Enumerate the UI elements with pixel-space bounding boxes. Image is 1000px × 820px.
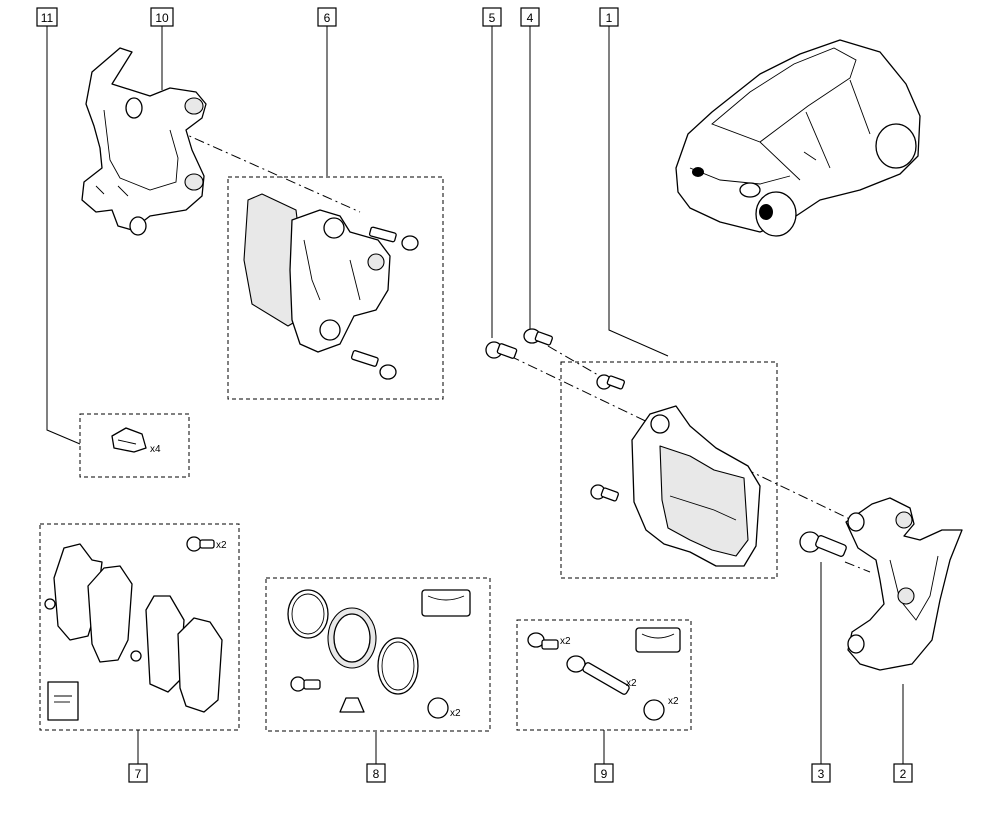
- seal-kit-boot[interactable]: x2: [427, 697, 461, 719]
- guide-boot-quantity: x2: [668, 696, 679, 707]
- guide-kit-bolt[interactable]: x2: [527, 632, 571, 650]
- pad-bolt[interactable]: x2: [186, 536, 227, 552]
- caliper-assembly-6[interactable]: [243, 193, 419, 380]
- reference-5-text: 5: [489, 11, 496, 25]
- reference-label-5[interactable]: 5: [482, 7, 502, 27]
- guide-bolt-3[interactable]: [799, 531, 847, 557]
- reference-2-text: 2: [900, 767, 907, 781]
- reference-label-2[interactable]: 2: [893, 763, 913, 783]
- reference-label-9[interactable]: 9: [594, 763, 614, 783]
- seal-kit-grease-sachet[interactable]: [421, 589, 471, 617]
- vehicle-illustration: [675, 39, 921, 237]
- seal-kit-bleed-screw[interactable]: [290, 676, 321, 692]
- seal-kit-boot-quantity: x2: [450, 708, 461, 719]
- guide-kit-grease-sachet[interactable]: [635, 627, 681, 653]
- brake-caliper-1[interactable]: [590, 374, 761, 567]
- reference-label-7[interactable]: 7: [128, 763, 148, 783]
- caliper-1-lower-bolt[interactable]: [590, 484, 619, 502]
- reference-label-6[interactable]: 6: [317, 7, 337, 27]
- leader-lines: [46, 26, 904, 764]
- bolt-5[interactable]: [485, 341, 518, 359]
- reference-label-4[interactable]: 4: [520, 7, 540, 27]
- reference-label-8[interactable]: 8: [366, 763, 386, 783]
- retaining-clip-11[interactable]: x4: [111, 427, 161, 455]
- reference-9-text: 9: [601, 767, 608, 781]
- reference-8-text: 8: [373, 767, 380, 781]
- clip-group-box: [79, 413, 190, 478]
- seal-kit-group-box: [265, 577, 491, 732]
- guide-kit-pin[interactable]: x2: [566, 655, 637, 695]
- guide-kit-group-box: [516, 619, 692, 731]
- clip-quantity: x4: [150, 444, 161, 455]
- seal-kit-8[interactable]: x2: [287, 589, 471, 719]
- reference-label-1[interactable]: 1: [599, 7, 619, 27]
- reference-1-text: 1: [606, 11, 613, 25]
- pad-bolt-quantity: x2: [216, 540, 227, 551]
- reference-10-text: 10: [155, 11, 169, 25]
- instruction-leaflet[interactable]: [47, 681, 79, 721]
- reference-4-text: 4: [527, 11, 534, 25]
- caliper-bolt-lower[interactable]: [350, 350, 397, 380]
- guide-pin-quantity: x2: [626, 678, 637, 689]
- guide-kit-9[interactable]: x2 x2 x2: [527, 627, 681, 721]
- guide-bolt-quantity: x2: [560, 636, 571, 647]
- reference-11-text: 11: [41, 11, 54, 25]
- reference-7-text: 7: [135, 767, 142, 781]
- reference-6-text: 6: [324, 11, 331, 25]
- brake-pad-kit-group-box: [39, 523, 240, 731]
- caliper-group-box: [560, 361, 778, 579]
- guide-kit-boot[interactable]: x2: [643, 696, 679, 721]
- brake-pad-kit-7[interactable]: x2: [44, 536, 227, 721]
- bolt-4[interactable]: [523, 328, 553, 346]
- reference-label-3[interactable]: 3: [811, 763, 831, 783]
- caliper-1-upper-bolt[interactable]: [596, 374, 625, 390]
- seal-kit-dust-cap[interactable]: [339, 697, 365, 713]
- brake-carrier-10[interactable]: [81, 47, 207, 236]
- brake-carrier-2[interactable]: [845, 497, 963, 671]
- caliper-bolt-upper[interactable]: [368, 226, 419, 251]
- reference-label-10[interactable]: 10: [150, 7, 174, 27]
- reference-label-11[interactable]: 11: [36, 7, 58, 27]
- reference-3-text: 3: [818, 767, 825, 781]
- caliper-assembly-group-box: [227, 176, 444, 400]
